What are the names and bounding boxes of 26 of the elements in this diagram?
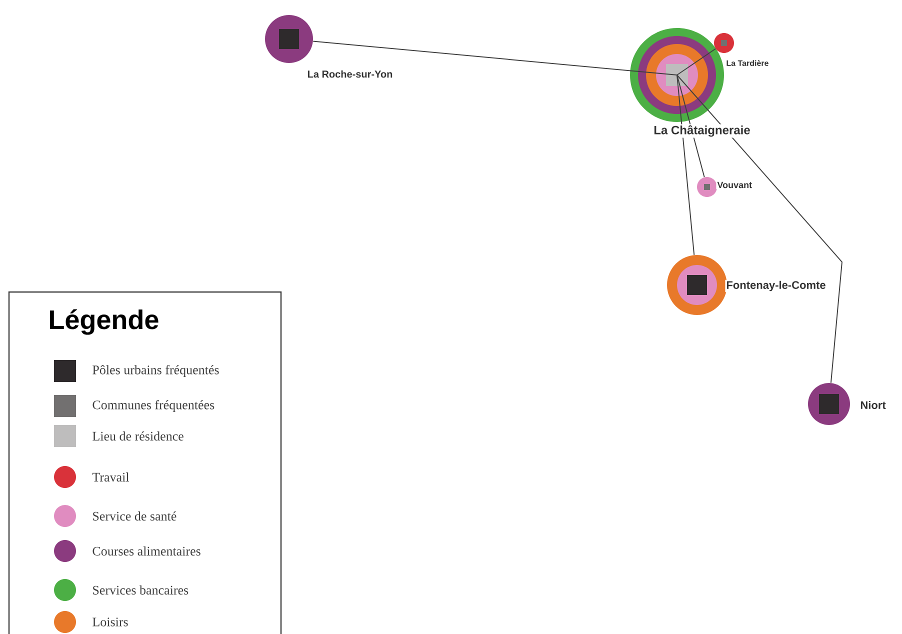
legend-text: Lieu de résidence (92, 431, 184, 441)
legend-text: Travail (92, 472, 130, 482)
place-marker (714, 33, 734, 53)
connector-line (312, 40, 678, 76)
legend-text: Communes fréquentées (92, 400, 214, 412)
connector-line (676, 74, 705, 178)
place-marker (808, 383, 850, 425)
legend-text: Service de santé (93, 511, 176, 521)
place-label: La Tardière (725, 59, 770, 67)
place-label: La Roche-sur-Yon (306, 69, 394, 79)
legend-title: Légende (50, 309, 158, 335)
legend-text: Courses alimentaires (92, 546, 200, 556)
place-marker (630, 28, 724, 122)
place-label: La Châtaigneraie (652, 124, 752, 138)
legend-text: Loisirs (92, 618, 128, 626)
legend-text: Pôles urbains fréquentés (92, 365, 219, 377)
place-marker (667, 255, 727, 315)
legend-text: Services bancaires (93, 585, 188, 595)
place-label: Vouvant (716, 180, 754, 190)
connector-line (676, 48, 716, 76)
connector-line (676, 74, 695, 256)
place-label: Niort (859, 400, 887, 410)
connector-line (676, 74, 843, 384)
place-marker (697, 177, 717, 197)
place-label: Fontenay-le-Comte (725, 280, 827, 292)
place-marker (265, 15, 313, 63)
